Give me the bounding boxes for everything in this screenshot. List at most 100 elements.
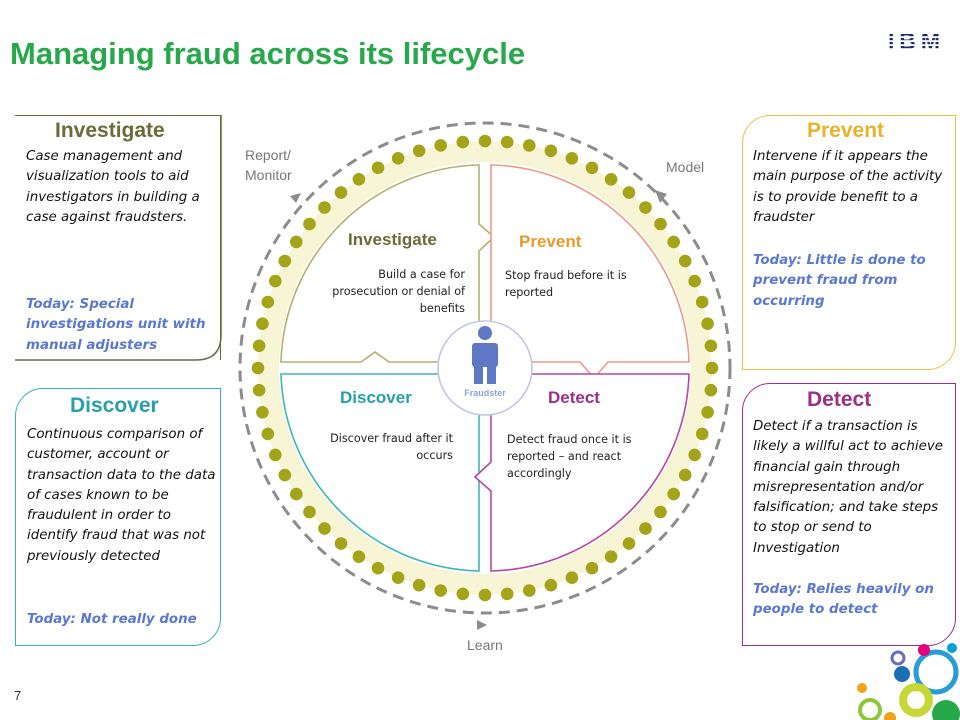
quadrant-discover-title: Discover [340,388,412,407]
cycle-dot [678,468,692,482]
cycle-dot [334,186,348,199]
cycle-dot [318,522,331,535]
cycle-dot [371,161,385,175]
cycle-dot [688,448,701,462]
cycle-dot [303,505,316,519]
cycle-dot [261,295,275,309]
cycle-dot [391,571,405,584]
cycle-dot [478,588,492,602]
page-number: 7 [14,688,22,703]
quadrant-investigate [280,164,496,363]
cycle-dot [290,235,303,249]
cycle-dot [412,578,426,592]
cycle-dot [252,383,266,397]
cycle-dot [434,584,448,597]
quadrant-prevent-desc: Stop fraud before it is reported [505,269,627,299]
discover-card: Discover Continuous comparison of custom… [15,388,221,646]
cycle-dot [667,487,680,501]
quadrant-discover [280,373,480,572]
quadrant-prevent-title: Prevent [519,232,582,251]
investigate-card-heading: Investigate [55,119,165,142]
cycle-dot [278,254,292,268]
center-label: Fraudster [464,388,506,398]
cycle-dot [622,186,636,199]
cycle-dot [604,173,618,186]
cycle-dot [544,144,558,158]
cycle-dot [478,134,492,148]
cycle-dot [371,561,385,575]
label-report: Report/ Monitor [245,145,311,185]
cycle-dot [318,201,331,214]
dashed-cycle-circle [238,121,732,615]
learn-arrow-icon [477,620,487,630]
cycle-dot [604,550,618,563]
prevent-card-heading: Prevent [807,119,885,142]
report-arrow-icon [290,193,301,203]
cycle-dot [704,383,718,397]
cycle-dot [705,361,719,375]
cycle-dot [261,427,275,441]
cycle-dot [434,139,448,152]
cycle-dot [269,274,282,288]
cycle-dot [688,274,701,288]
cycle-dot [585,161,599,175]
detect-card: Detect Detect if a transaction is likely… [742,383,956,646]
prevent-card: Prevent Intervene if it appears the main… [742,115,956,370]
cycle-dot [667,235,680,249]
cycle-dot [654,217,667,231]
cycle-dot [352,550,366,563]
cycle-dot [500,135,514,149]
cycle-dot [251,361,265,375]
quadrant-investigate-title: Investigate [348,230,437,249]
discover-card-body: Continuous comparison of customer, accou… [27,427,216,564]
prevent-card-today: Today: Little is done to prevent fraud f… [753,253,926,309]
cycle-dot [565,571,579,584]
label-learn: Learn [467,637,503,653]
detect-card-today: Today: Relies heavily on people to detec… [753,582,934,618]
cycle-dot [678,254,692,268]
cycle-dot [252,339,266,353]
cycle-dot [704,339,718,353]
cycle-dot [500,587,514,601]
prevent-card-body: Intervene if it appears the main purpose… [753,149,943,225]
cycle-dot [639,522,652,535]
cycle-dot [654,505,667,519]
cycle-dot [334,537,348,550]
cycle-dot [695,427,709,441]
quadrant-detect-desc: Detect fraud once it is reported – and r… [507,433,632,480]
cycle-dot [391,152,405,165]
center-circle [437,320,533,416]
cycle-dot [523,139,536,152]
fraudster-person-icon [472,326,498,384]
cycle-dot [278,468,292,482]
cycle-dot [412,144,426,158]
investigate-card-body: Case management and visualization tools … [26,149,200,225]
model-arrow-icon [655,190,667,203]
quadrant-investigate-desc: Build a case for prosecution or denial o… [332,268,465,315]
discover-card-heading: Discover [70,394,159,417]
cycle-dot [523,584,536,597]
cycle-dot [303,217,316,231]
label-report-text: Report/ Monitor [245,147,292,183]
cycle-dot [565,152,579,165]
cycle-dot [456,587,470,601]
cycle-dot [290,487,303,501]
cycle-dot [352,173,366,186]
ibm-logo: IBM [888,28,940,54]
cycle-dots [251,134,719,602]
slide-title: Managing fraud across its lifecycle [10,36,526,71]
detect-card-heading: Detect [807,388,872,411]
cycle-dot [639,201,652,214]
cycle-dot [695,295,709,309]
investigate-card-today: Today: Special investigations unit with … [26,297,206,353]
quadrant-discover-desc: Discover fraud after it occurs [330,432,453,462]
quadrant-detect [473,373,690,572]
cycle-dot [544,578,558,592]
discover-card-today: Today: Not really done [27,612,197,627]
label-model: Model [666,159,705,175]
detect-card-body: Detect if a transaction is likely a will… [753,419,944,556]
cycle-dot [585,561,599,575]
cycle-dot [256,317,269,331]
